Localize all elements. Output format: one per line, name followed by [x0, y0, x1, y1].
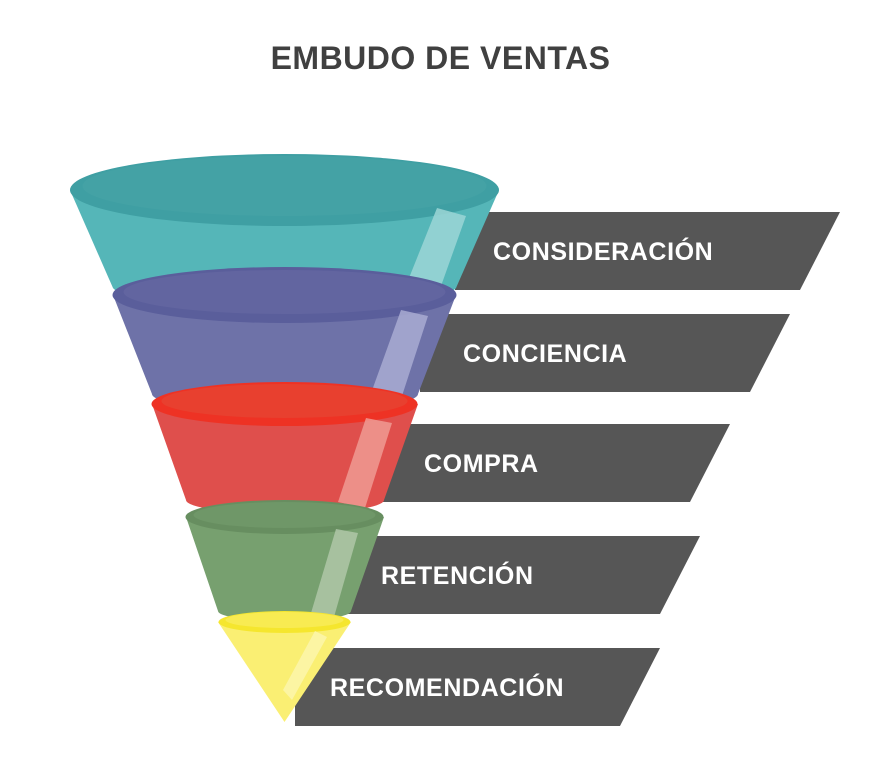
- banner-consideracion[interactable]: [455, 212, 840, 290]
- funnel-segment-recomendacion[interactable]: [218, 611, 351, 722]
- segment-highlight-consideracion: [403, 208, 466, 300]
- segment-body-conciencia: [113, 295, 456, 411]
- segment-cavity-conciencia: [123, 270, 446, 314]
- segment-cavity-consideracion: [82, 156, 487, 216]
- banner-conciencia[interactable]: [420, 314, 790, 392]
- segment-cavity-recomendacion: [225, 612, 344, 628]
- segment-highlight-retencion: [311, 529, 358, 617]
- banner-retencion[interactable]: [335, 536, 700, 614]
- segment-highlight-compra: [338, 418, 392, 508]
- funnel-segment-conciencia[interactable]: [112, 267, 457, 411]
- segment-cavity-retencion: [193, 502, 376, 528]
- banner-compra[interactable]: [380, 424, 730, 502]
- segment-highlight-conciencia: [370, 310, 428, 402]
- funnel-segment-compra[interactable]: [151, 382, 419, 514]
- segment-cavity-compra: [161, 384, 408, 418]
- page-title: EMBUDO DE VENTAS: [270, 40, 611, 76]
- segment-highlight-recomendacion: [283, 631, 327, 700]
- banner-group: [295, 212, 840, 726]
- banner-recomendacion[interactable]: [295, 648, 660, 726]
- funnel-segment-retencion[interactable]: [185, 500, 385, 622]
